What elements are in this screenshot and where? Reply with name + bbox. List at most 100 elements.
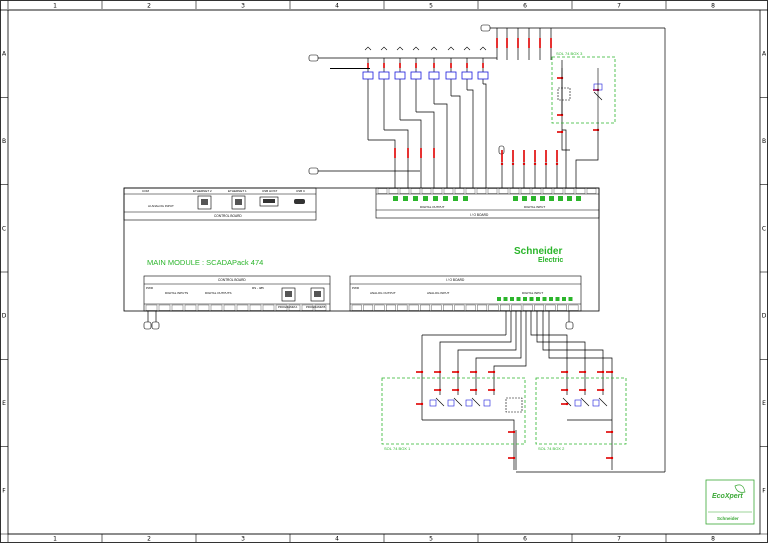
terminal-dot <box>456 370 460 374</box>
terminal-dot <box>492 388 496 392</box>
row-letter: D <box>762 313 767 320</box>
terminal-dot <box>420 402 424 406</box>
terminal-tag <box>597 389 603 391</box>
terminal-tag <box>394 148 396 158</box>
terminal-slot <box>454 188 465 194</box>
control-board-bottom-label: CONTROL BOARD <box>218 278 246 282</box>
brand-name: Schneider <box>514 246 562 257</box>
terminal-slot <box>408 304 419 311</box>
terminal-tag <box>579 371 585 373</box>
row-letter: F <box>2 487 6 494</box>
ethernet2-label: ETHERNET 2 <box>193 189 212 193</box>
terminal-block <box>443 196 448 201</box>
terminal-dot <box>610 370 614 374</box>
terminal-slot <box>557 304 567 311</box>
relay-coil-icon <box>362 71 374 80</box>
column-number: 3 <box>241 3 245 10</box>
terminal-tag <box>488 371 494 373</box>
terminal-block <box>536 297 540 301</box>
terminal-dot <box>438 388 442 392</box>
digital-outputs-label: DIGITAL OUTPUTS <box>205 291 232 295</box>
terminal-block <box>413 196 418 201</box>
terminal-block <box>549 297 553 301</box>
terminal-slot <box>399 188 410 194</box>
relay-coil-icon <box>378 71 390 80</box>
terminal-slot <box>262 304 275 311</box>
relay-coil-icon <box>428 71 440 80</box>
terminal-block <box>423 196 428 201</box>
terminal-tag <box>450 63 452 68</box>
digital-output-label: DIGITAL OUTPUT <box>420 205 445 209</box>
column-number: 6 <box>523 3 527 10</box>
terminal-slot <box>534 304 545 311</box>
terminal-dot <box>456 388 460 392</box>
row-letter: D <box>2 313 7 320</box>
digital-input-top-label: DIGITAL INPUT <box>524 205 545 209</box>
red-terminal-tags <box>416 370 614 460</box>
terminal-tag <box>434 371 440 373</box>
terminal-block <box>463 196 468 201</box>
column-number: 3 <box>241 536 245 543</box>
column-number: 7 <box>617 3 621 10</box>
terminal-tag <box>550 38 552 48</box>
terminal-slot <box>487 188 498 194</box>
terminal-dot <box>565 402 569 406</box>
terminal-slot <box>531 188 542 194</box>
ethernet-port-icon <box>281 287 325 302</box>
terminal-slot <box>374 304 385 311</box>
terminal-slot <box>568 304 579 311</box>
terminal-block <box>529 297 534 301</box>
terminal-tag <box>523 150 525 162</box>
terminal-slot <box>397 304 408 311</box>
terminal-tag <box>416 371 422 373</box>
module-title: MAIN MODULE : SCADAPack 474 <box>147 258 263 267</box>
terminal-dot <box>438 370 442 374</box>
ecoxpert-logo: EcoXpert Schneider <box>705 479 755 525</box>
terminal-block <box>497 297 501 301</box>
terminal-blocks <box>145 188 597 311</box>
row-letter: C <box>2 225 6 232</box>
terminal-tag <box>517 38 519 48</box>
terminal-slot <box>223 304 236 311</box>
terminal-dot <box>474 370 478 374</box>
terminal-slot <box>410 188 421 194</box>
row-letter: B <box>2 138 6 145</box>
terminal-tag <box>597 371 603 373</box>
column-number: 6 <box>523 536 527 543</box>
bottom-panel-labels: CONTROL BOARD I / O BOARD PWR DIGITAL IN… <box>146 278 543 309</box>
terminal-dot <box>610 456 614 460</box>
terminal-tag <box>470 389 476 391</box>
terminal-slot <box>564 188 575 194</box>
terminal-dot <box>565 388 569 392</box>
terminal-tag <box>420 148 422 158</box>
terminal-slot <box>377 188 388 194</box>
terminal-dot <box>555 162 559 166</box>
terminal-slot <box>184 304 197 311</box>
relay-bank <box>330 46 489 80</box>
box-bottom-left-outline <box>381 377 526 445</box>
terminal-block <box>542 297 547 301</box>
terminal-tag <box>433 63 435 68</box>
terminal-tag <box>466 63 468 68</box>
terminal-slot <box>158 304 171 311</box>
row-letter: B <box>762 138 766 145</box>
terminal-slot <box>454 304 465 311</box>
box-top-right-label: SOL 74 BOX 3 <box>556 51 583 56</box>
terminal-block <box>403 196 408 201</box>
column-number: 1 <box>53 3 57 10</box>
terminal-tag <box>557 114 563 116</box>
relay-coil-icon <box>592 399 600 407</box>
terminal-tag <box>561 389 567 391</box>
relay-coil-icon <box>461 71 473 80</box>
terminal-slot <box>545 304 556 311</box>
fuse-icon <box>447 46 455 51</box>
terminal-slot <box>509 188 520 194</box>
terminal-slot <box>498 188 509 194</box>
terminal-slot <box>236 304 249 311</box>
fuse-icon <box>364 46 372 51</box>
terminal-tag <box>488 389 494 391</box>
column-number: 2 <box>147 3 151 10</box>
terminal-dot <box>420 370 424 374</box>
